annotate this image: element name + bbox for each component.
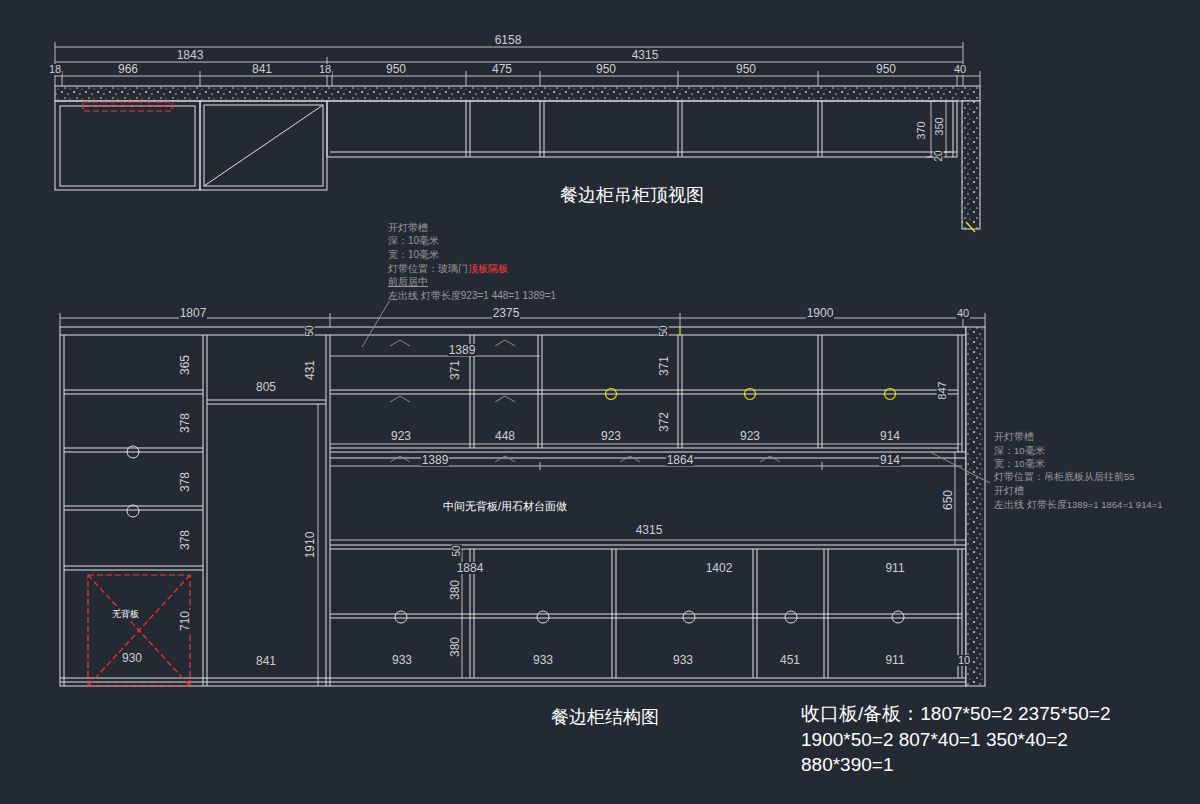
note-text: 开灯槽: [993, 486, 1025, 496]
dimension-label: 1843: [176, 49, 205, 61]
dimension-label: 911: [884, 654, 905, 666]
dimension-label: 370: [915, 120, 926, 140]
dimension-label: 950: [385, 63, 407, 75]
dimension-label: 餐边柜吊柜顶视图: [559, 186, 705, 204]
dimension-label: 380: [449, 636, 461, 658]
dimension-label: 841: [255, 655, 277, 667]
dimension-label: 40: [953, 64, 967, 75]
note-text: 深：10毫米: [993, 446, 1046, 456]
dimension-label: 372: [658, 411, 670, 433]
cabinet-outline: [55, 86, 985, 686]
dimension-label: 923: [390, 430, 412, 442]
dimension-label: 378: [179, 412, 191, 434]
dimension-label: 431: [304, 359, 316, 381]
dimension-label: 1402: [705, 562, 734, 574]
dimension-label: 805: [255, 381, 277, 393]
note-text: 灯带位置：吊柜底板从后往前55: [993, 472, 1136, 482]
note-text: 开灯带槽: [993, 432, 1035, 442]
no-back-panel-marks: [83, 102, 190, 686]
dimension-label: 371: [449, 359, 461, 381]
dimension-label: 50: [452, 544, 462, 557]
note-text: 宽：10毫米: [993, 459, 1046, 469]
dimension-label: 40: [956, 308, 970, 319]
note-text: 收口板/备板：1807*50=2 2375*50=2: [800, 704, 1111, 723]
dimension-label: 448: [494, 430, 516, 442]
dimension-label: 1389: [448, 344, 477, 356]
dimension-label: 50: [659, 324, 669, 337]
note-text: 深：10毫米: [387, 236, 440, 246]
dimension-label: 933: [391, 654, 413, 666]
dimension-label: 餐边柜结构图: [550, 708, 660, 726]
dimension-label: 1900: [806, 307, 835, 319]
dimension-label: 914: [879, 430, 901, 442]
dimension-label: 371: [658, 355, 670, 377]
dimension-label: 365: [179, 354, 191, 376]
dimension-label: 1807: [179, 307, 208, 319]
dimension-label: 710: [179, 610, 191, 632]
note-text: 灯带位置：玻璃门: [387, 264, 469, 274]
note-text: 开灯带槽: [387, 223, 429, 233]
dimension-label: 10: [957, 655, 971, 666]
dimension-label: 4315: [635, 524, 664, 536]
dimension-label: 966: [117, 63, 139, 75]
dimension-label: 50: [305, 324, 315, 337]
dimension-label: 380: [449, 579, 461, 601]
dimension-label: 6158: [494, 34, 523, 46]
dimension-label: 1884: [456, 562, 485, 574]
dimension-lines: [55, 42, 985, 686]
dimension-label: 378: [179, 529, 191, 551]
dimension-label: 930: [121, 652, 143, 664]
dimension-label: 18: [48, 64, 62, 75]
dimension-label: 451: [779, 654, 801, 666]
dimension-label: 475: [491, 63, 513, 75]
dimension-label: 350: [933, 116, 944, 136]
dimension-label: 2375: [492, 307, 521, 319]
note-text: 1900*50=2 807*40=1 350*40=2: [800, 730, 1069, 749]
dimension-label: 933: [672, 654, 694, 666]
dimension-label: 923: [739, 430, 761, 442]
note-text: 前后居中: [387, 277, 429, 287]
dimension-label: 933: [532, 654, 554, 666]
light-marks: [362, 300, 990, 483]
note-text: 宽：10毫米: [387, 250, 440, 260]
dimension-label: 950: [735, 63, 757, 75]
dimension-label: 950: [875, 63, 897, 75]
dimension-label: 923: [600, 430, 622, 442]
dimension-label: 911: [884, 562, 905, 574]
dimension-label: 1864: [666, 454, 695, 466]
dimension-label: 1389: [421, 454, 450, 466]
dimension-label: 650: [942, 489, 954, 511]
dimension-label: 无背板: [111, 610, 140, 619]
dimension-label: 4315: [631, 49, 660, 61]
note-text: 左出线 灯带长度923=1 448=1 1389=1: [387, 291, 557, 301]
dimension-label: 中间无背板/用石材台面做: [442, 501, 568, 512]
dimension-label: 20: [934, 149, 944, 162]
dimension-label: 950: [595, 63, 617, 75]
note-text: 顶板隔板: [467, 264, 509, 274]
dimension-label: 18: [318, 64, 332, 75]
yellow-marks: [606, 222, 976, 400]
dimension-label: 378: [179, 471, 191, 493]
note-text: 左出线 灯带长度1389=1 1864=1 914=1: [993, 500, 1164, 510]
dimension-label: 1910: [304, 531, 316, 560]
dimension-label: 847: [936, 380, 947, 400]
dimension-label: 841: [251, 63, 273, 75]
note-text: 880*390=1: [800, 755, 894, 774]
dimension-label: 914: [879, 454, 901, 466]
